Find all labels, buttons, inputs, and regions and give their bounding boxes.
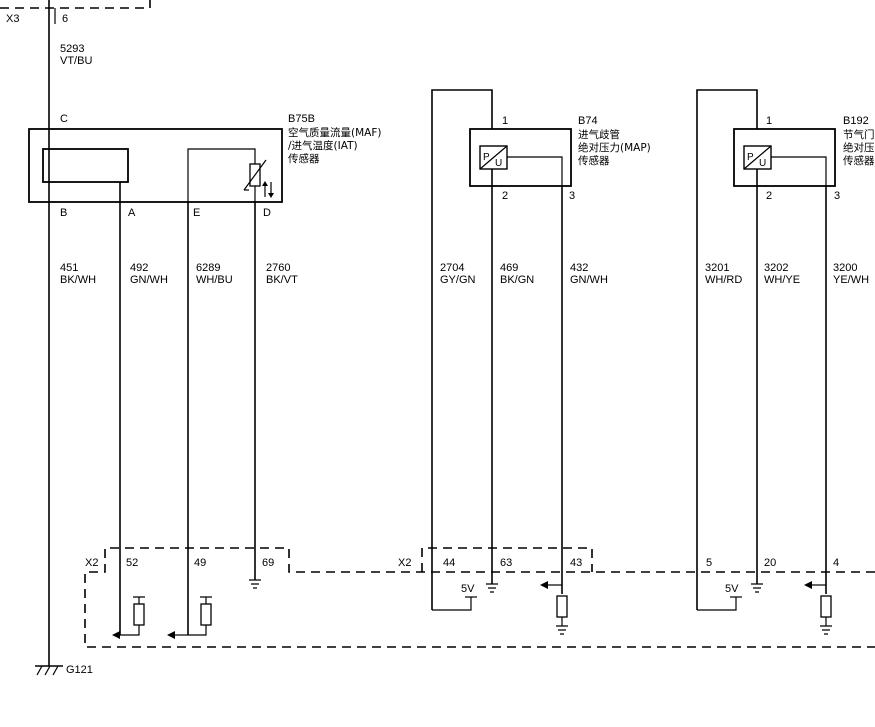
wire-5293-color: VT/BU [60,55,92,67]
connector-x3-pin: 6 [62,13,68,25]
b75b-top-pin: C [60,113,68,125]
b192-symbol-p: P [747,152,754,163]
supply-5v-b74: 5V [461,583,475,595]
wire-3200-color: YE/WH [833,274,869,286]
b192-pin-3: 3 [834,190,840,202]
b74-pin-2: 2 [502,190,508,202]
ecm-pin-49: 49 [194,557,206,569]
b74-sensor: P U 1 2 3 B74 进气歧管 绝对压力(MAP) 传感器 [431,89,651,610]
wire-2760-circuit: 2760 [266,262,290,274]
b192-pin-1: 1 [766,115,772,127]
wire-2704-color: GY/GN [440,274,476,286]
wire-6289-circuit: 6289 [196,262,220,274]
wire-492-circuit: 492 [130,262,148,274]
ecm-pin-52: 52 [126,557,138,569]
ecm-pin-69: 69 [262,557,274,569]
wire-492-color: GN/WH [130,274,168,286]
b75b-id: B75B [288,113,315,125]
wire-451-color: BK/WH [60,274,96,286]
b75b-pin-b: B [60,207,67,219]
b192-name-2: 绝对压 [843,141,875,154]
ground-g121-label: G121 [66,664,93,676]
b75b-housing [28,128,283,203]
b192-sensor: P U 1 2 3 B192 节气门 绝对压 传感器 [696,89,875,610]
b74-id: B74 [578,115,598,127]
wire-3202-color: WH/YE [764,274,800,286]
pressure-sensor-icon: P U [743,145,772,170]
ecm-pin-44: 44 [443,557,455,569]
b75b-name-3: 传感器 [288,152,320,165]
b192-symbol-u: U [759,158,766,169]
b75b-maf-element [42,148,129,183]
thermistor-icon [243,159,274,198]
wire-3201-circuit: 3201 [705,262,729,274]
ecm-pin-4: 4 [833,557,839,569]
b74-housing [469,128,572,187]
b192-name-1: 节气门 [843,128,875,141]
wire-2760-color: BK/VT [266,274,298,286]
wire-432-circuit: 432 [570,262,588,274]
ecm-pin-5: 5 [706,557,712,569]
b74-symbol-u: U [495,158,502,169]
wire-469-color: BK/GN [500,274,534,286]
b192-housing [733,128,836,187]
b192-ecm-circuit: 5V [697,581,832,635]
b74-pin-1: 1 [502,115,508,127]
wire-3202-circuit: 3202 [764,262,788,274]
b192-id: B192 [843,115,869,127]
maf-input-circuit [112,596,145,639]
b192-name-3: 传感器 [843,154,875,167]
arrow-icon [804,581,812,589]
wire-2704-circuit: 2704 [440,262,464,274]
b75b-pin-a: A [128,207,136,219]
ecm-pin-43: 43 [570,557,582,569]
ecm-pin-20: 20 [764,557,776,569]
wire-5293-circuit: 5293 [60,43,84,55]
b74-name-2: 绝对压力(MAP) [578,141,651,154]
b75b-pin-d: D [263,207,271,219]
connector-x2-left: X2 [85,557,98,569]
b74-name-1: 进气歧管 [578,128,620,141]
iat-input-circuit [167,596,212,639]
wire-451-circuit: 451 [60,262,78,274]
pressure-sensor-icon: P U [479,145,508,170]
b74-ecm-circuit: 5V [432,581,568,635]
connector-x2-right: X2 [398,557,411,569]
arrow-icon [540,581,548,589]
ground-symbol-icon [751,583,763,593]
wire-432-color: GN/WH [570,274,608,286]
b75b-sensor: C B75B 空气质量流量(MAF) /进气温度(IAT) 传感器 B A E … [28,113,381,219]
wire-6289-color: WH/BU [196,274,233,286]
arrow-icon [112,631,120,639]
b192-pin-2: 2 [766,190,772,202]
wire-3201-color: WH/RD [705,274,742,286]
b75b-name-1: 空气质量流量(MAF) [288,126,381,139]
b75b-pin-e: E [193,207,200,219]
arrow-icon [167,631,175,639]
ecm-module: X2 X2 52 49 69 44 63 43 5 20 4 [84,547,875,648]
ground-symbol-icon [486,583,498,593]
ground-symbol-icon [249,579,261,589]
chassis-ground-icon: G121 [35,652,93,676]
connector-x3-label: X3 [6,13,19,25]
b74-name-3: 传感器 [578,154,610,167]
connector-x3: X3 6 [0,0,151,25]
b74-pin-3: 3 [569,190,575,202]
b74-symbol-p: P [483,152,490,163]
b75b-name-2: /进气温度(IAT) [288,139,358,152]
ecm-pin-63: 63 [500,557,512,569]
wire-3200-circuit: 3200 [833,262,857,274]
wire-469-circuit: 469 [500,262,518,274]
supply-5v-b192: 5V [725,583,739,595]
